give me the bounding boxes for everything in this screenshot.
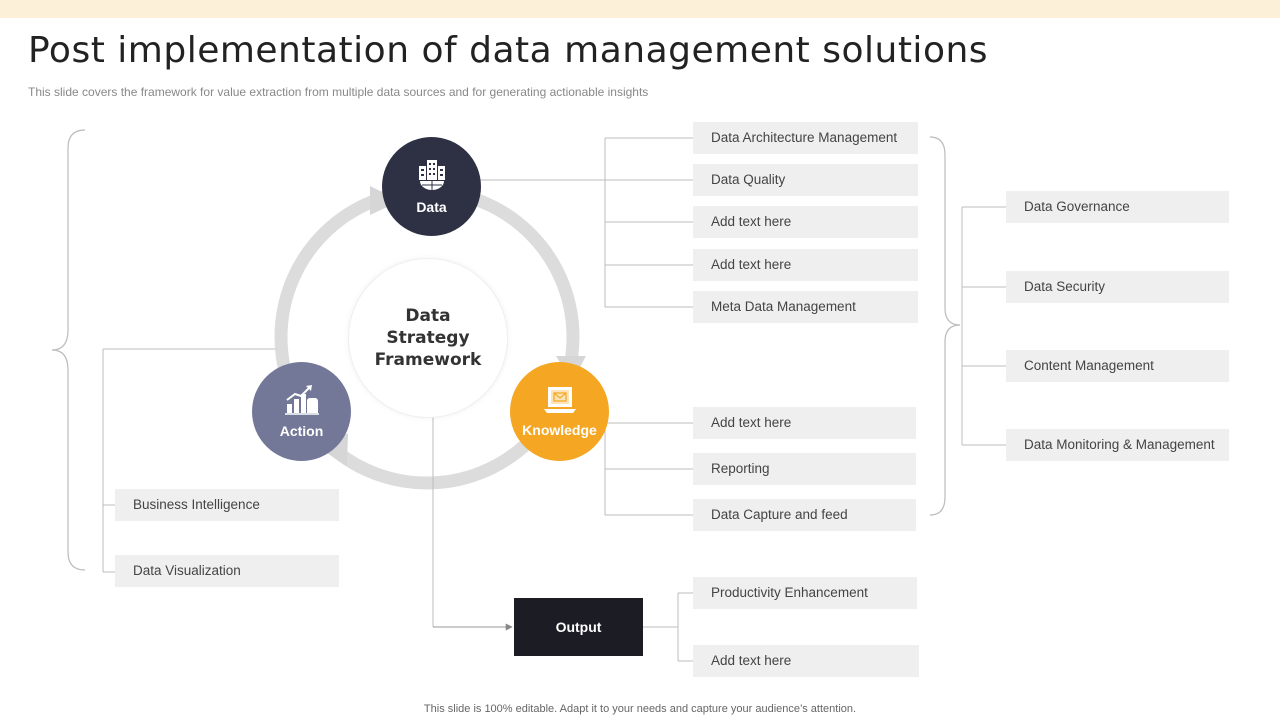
center-framework-circle: Data Strategy Framework	[348, 258, 508, 418]
page-subtitle: This slide covers the framework for valu…	[28, 85, 649, 99]
building-globe-icon	[416, 158, 448, 195]
output-box[interactable]: Output	[514, 598, 643, 656]
output-label: Output	[555, 619, 602, 635]
center-label: Data Strategy Framework	[374, 306, 482, 370]
output-item-productivity[interactable]: Productivity Enhancement	[693, 577, 917, 609]
action-node-label: Action	[279, 423, 324, 439]
output-item-placeholder[interactable]: Add text here	[693, 645, 919, 677]
right-brace	[929, 136, 961, 516]
knowledge-item-placeholder[interactable]: Add text here	[693, 407, 916, 439]
knowledge-item-data-capture[interactable]: Data Capture and feed	[693, 499, 916, 531]
action-node[interactable]: Action	[252, 362, 351, 461]
right-item-data-monitoring[interactable]: Data Monitoring & Management	[1006, 429, 1229, 461]
cycle-arrowhead-to-action	[322, 433, 348, 466]
data-item-placeholder-1[interactable]: Add text here	[693, 206, 918, 238]
knowledge-node-label: Knowledge	[522, 422, 597, 438]
left-brace	[51, 129, 86, 571]
knowledge-node[interactable]: Knowledge	[510, 362, 609, 461]
action-item-business-intelligence[interactable]: Business Intelligence	[115, 489, 339, 521]
knowledge-item-reporting[interactable]: Reporting	[693, 453, 916, 485]
data-item-quality[interactable]: Data Quality	[693, 164, 918, 196]
right-item-data-governance[interactable]: Data Governance	[1006, 191, 1229, 223]
action-item-data-visualization[interactable]: Data Visualization	[115, 555, 339, 587]
top-accent-band	[0, 0, 1280, 18]
footer-note: This slide is 100% editable. Adapt it to…	[423, 703, 857, 715]
data-item-placeholder-2[interactable]: Add text here	[693, 249, 918, 281]
data-item-meta-data[interactable]: Meta Data Management	[693, 291, 918, 323]
growth-chart-hand-icon	[284, 384, 320, 419]
data-node[interactable]: Data	[382, 137, 481, 236]
page-title: Post implementation of data management s…	[28, 30, 989, 71]
right-item-data-security[interactable]: Data Security	[1006, 271, 1229, 303]
data-item-architecture[interactable]: Data Architecture Management	[693, 122, 918, 154]
laptop-mail-icon	[543, 385, 577, 418]
data-node-label: Data	[416, 199, 447, 215]
right-item-content-management[interactable]: Content Management	[1006, 350, 1229, 382]
